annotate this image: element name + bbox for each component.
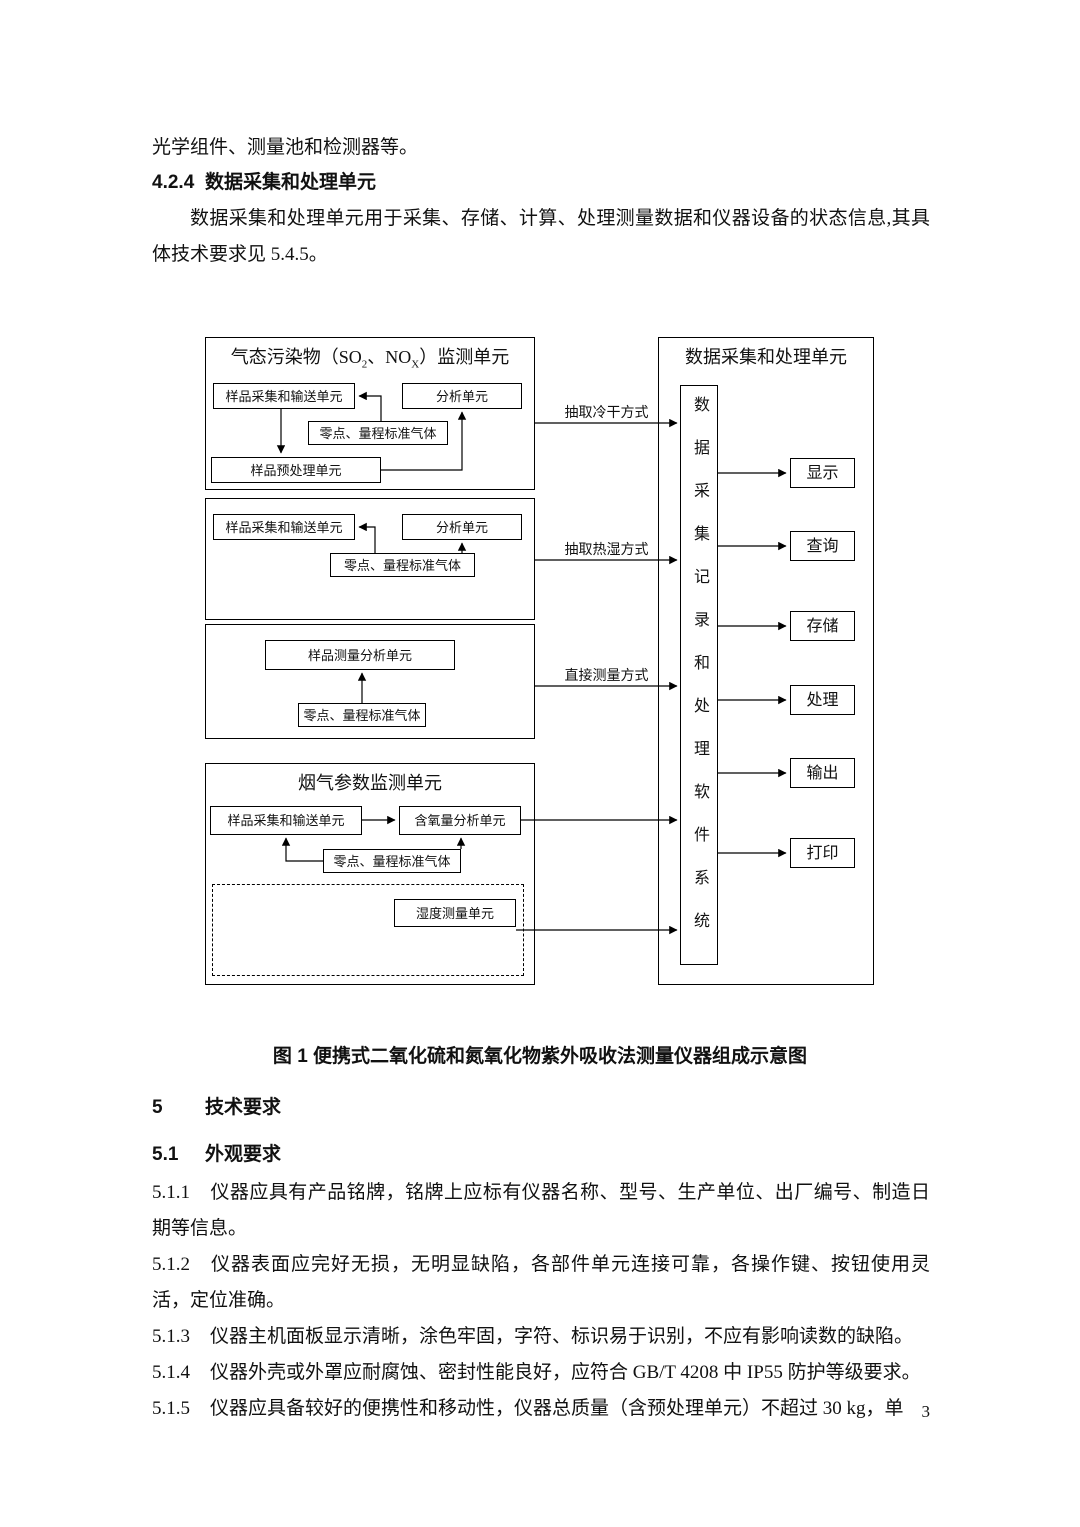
clause-text: 仪器应具有产品铭牌，铭牌上应标有仪器名称、型号、生产单位、出厂编号、制造日期等信… <box>152 1182 930 1239</box>
title-part: ）监测单元 <box>419 347 510 367</box>
subscript-2: 2 <box>361 358 368 371</box>
unit-data-processing-title: 数据采集和处理单元 <box>685 347 847 367</box>
clause-number: 5.1 <box>152 1144 179 1165</box>
box-software-system: 数据采集记录和处理软件系统 <box>680 385 718 965</box>
title-part: 、NO <box>367 347 412 367</box>
box-output-output: 输出 <box>790 758 855 788</box>
box-oxygen-analysis: 含氧量分析单元 <box>399 806 521 835</box>
clause-text: 仪器应具备较好的便携性和移动性，仪器总质量（含预处理单元）不超过 30 kg，单 <box>210 1398 904 1419</box>
heading-5: 5 技术要求 <box>152 1092 281 1119</box>
paragraph-4-2-4: 数据采集和处理单元用于采集、存储、计算、处理测量数据和仪器设备的状态信息,其具体… <box>152 208 930 265</box>
heading-4-2-4: 4.2.4 数据采集和处理单元 <box>152 167 376 194</box>
unit-hot-wet-box <box>205 498 535 620</box>
subscript-x: X <box>411 358 420 371</box>
unit-data-processing-box <box>658 337 874 985</box>
box-sample-pretreat: 样品预处理单元 <box>211 457 381 483</box>
box-sample-collect-3: 样品采集和输送单元 <box>210 806 362 835</box>
clause-text: 仪器表面应完好无损，无明显缺陷，各部件单元连接可靠，各操作键、按钮使用灵活，定位… <box>152 1254 930 1311</box>
box-sample-collect-1: 样品采集和输送单元 <box>213 383 355 409</box>
box-zero-span-gas-1: 零点、量程标准气体 <box>308 421 448 445</box>
box-zero-span-gas-3: 零点、量程标准气体 <box>298 703 426 727</box>
label-extract-hot-wet: 抽取热湿方式 <box>564 543 649 558</box>
humidity-optional-dashed-box <box>212 884 524 976</box>
box-analysis-2: 分析单元 <box>402 514 522 540</box>
software-system-label: 数据采集记录和处理软件系统 <box>691 395 708 955</box>
clause-number: 5.1.3 <box>152 1326 190 1347</box>
box-output-process: 处理 <box>790 685 855 715</box>
unit-gaseous-pollutant-box <box>205 337 535 490</box>
clause-text: 仪器外壳或外罩应耐腐蚀、密封性能良好，应符合 GB/T 4208 中 IP55 … <box>210 1362 921 1383</box>
clause-5-1-3: 5.1.3 仪器主机面板显示清晰，涂色牢固，字符、标识易于识别，不应有影响读数的缺… <box>152 1319 930 1355</box>
box-humidity-measure: 湿度测量单元 <box>394 899 516 927</box>
clause-title: 数据采集和处理单元 <box>205 172 377 193</box>
clause-number: 5 <box>152 1097 163 1118</box>
paragraph-optical-components: 光学组件、测量池和检测器等。 <box>152 137 419 158</box>
box-sample-measure-analysis: 样品测量分析单元 <box>265 640 455 670</box>
unit-flue-gas-title: 烟气参数监测单元 <box>298 773 442 793</box>
label-direct-measure: 直接测量方式 <box>564 669 649 684</box>
box-output-query: 查询 <box>790 531 855 561</box>
figure-1-caption: 图 1 便携式二氧化硫和氮氧化物紫外吸收法测量仪器组成示意图 <box>272 1046 808 1067</box>
clause-number: 4.2.4 <box>152 172 195 193</box>
clause-number: 5.1.4 <box>152 1362 190 1383</box>
box-analysis-1: 分析单元 <box>402 383 522 409</box>
title-part: 气态污染物（SO <box>230 347 362 367</box>
clause-5-1-5: 5.1.5 仪器应具备较好的便携性和移动性，仪器总质量（含预处理单元）不超过 30… <box>152 1391 930 1427</box>
unit-gaseous-pollutant-title: 气态污染物（SO2、NOX）监测单元 <box>205 345 535 377</box>
unit-direct-measure-box <box>205 624 535 739</box>
clause-text: 仪器主机面板显示清晰，涂色牢固，字符、标识易于识别，不应有影响读数的缺陷。 <box>210 1326 914 1347</box>
box-output-store: 存储 <box>790 611 855 641</box>
clause-title: 外观要求 <box>205 1144 282 1165</box>
clause-number: 5.1.5 <box>152 1398 190 1419</box>
unit-flue-gas-box <box>205 763 535 985</box>
box-output-display: 显示 <box>790 458 855 488</box>
box-output-print: 打印 <box>790 838 855 868</box>
box-zero-span-gas-2: 零点、量程标准气体 <box>330 553 475 577</box>
label-extract-cold-dry: 抽取冷干方式 <box>564 406 649 421</box>
clause-title: 技术要求 <box>205 1097 282 1118</box>
clause-number: 5.1.2 <box>152 1254 190 1275</box>
box-sample-collect-2: 样品采集和输送单元 <box>213 514 355 540</box>
clause-number: 5.1.1 <box>152 1182 190 1203</box>
page-number: 3 <box>921 1402 931 1421</box>
clause-5-1-4: 5.1.4 仪器外壳或外罩应耐腐蚀、密封性能良好，应符合 GB/T 4208 中 … <box>152 1355 930 1391</box>
box-zero-span-gas-4: 零点、量程标准气体 <box>323 849 461 873</box>
heading-5-1: 5.1 外观要求 <box>152 1139 281 1166</box>
